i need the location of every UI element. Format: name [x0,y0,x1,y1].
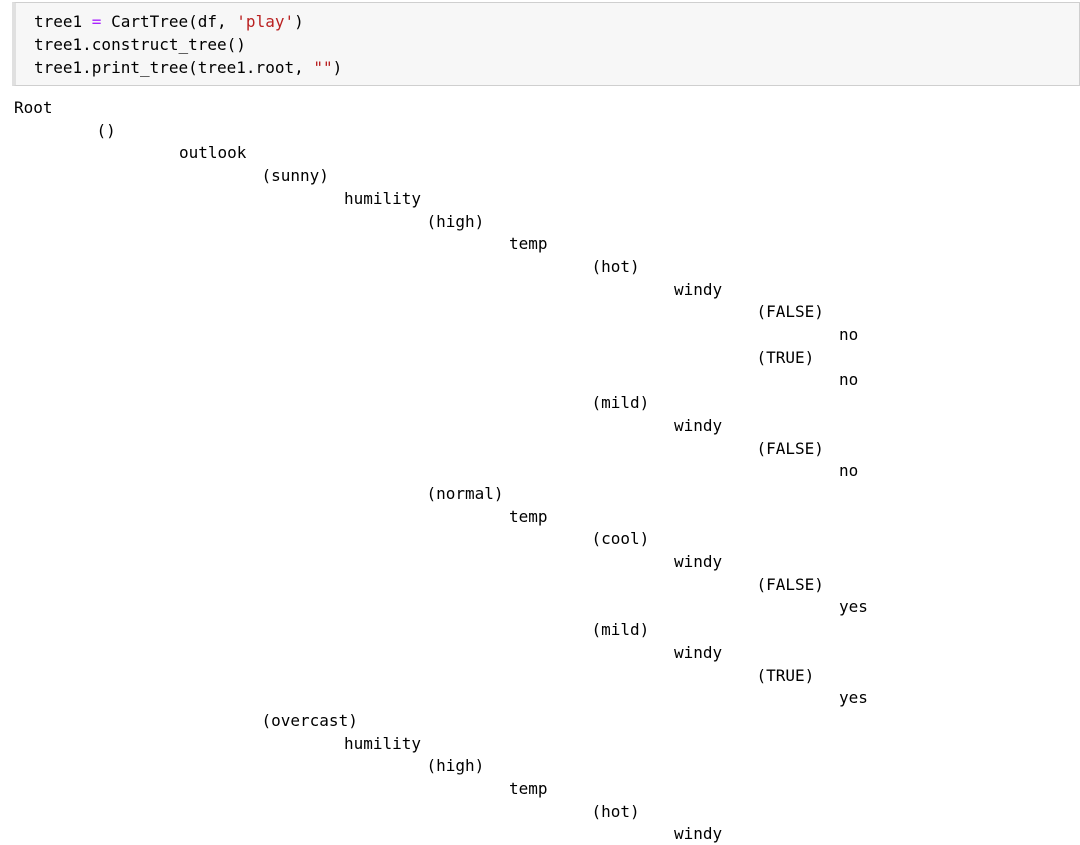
code-token: CartTree(df, [101,12,237,31]
tree-output-line: yes [839,688,868,708]
tree-output-line: (overcast) [261,710,358,730]
tree-output-line: humility [344,188,422,208]
tree-output-line: temp [509,234,548,254]
tree-output-line: () [96,120,116,140]
tree-output-line: windy [674,552,723,571]
tree-output-line: (FALSE) [756,438,824,458]
code-token: ) [294,12,304,31]
tree-output-line: (FALSE) [756,574,824,594]
tree-output-line: yes [839,597,868,617]
tree-output-line: temp [509,506,548,526]
tree-output-line: no [839,325,859,344]
code-line-2: tree1.construct_tree() [34,35,246,54]
tree-output-line: outlook [179,143,247,163]
tree-output-line: (cool) [591,529,650,549]
tree-output-line: windy [674,279,723,299]
tree-output-line: (sunny) [261,166,329,186]
tree-output-line: (high) [426,756,485,776]
tree-output-line: windy [674,415,723,435]
tree-output-line: (normal) [426,483,504,503]
code-line-3: tree1.print_tree(tree1.root, "") [34,56,342,79]
tree-output-line: (high) [426,211,485,231]
tree-output-line: Root [14,98,53,117]
tree-output-line: no [839,461,859,481]
tree-output-line: (hot) [591,801,640,821]
code-token: ) [332,58,343,77]
tree-output-line: (TRUE) [756,665,815,685]
tree-output-line: (mild) [591,393,650,413]
tree-output-line: (FALSE) [756,302,824,322]
tree-output-line: windy [674,642,723,662]
tree-output-line: (mild) [591,620,650,640]
tree-output-line: (TRUE) [756,347,815,367]
cell-output: Root()outlook(sunny)humility(high)temp(h… [0,86,1080,843]
tree-output-line: windy [674,824,723,844]
code-string: 'play' [236,12,295,31]
code-operator: = [91,12,102,31]
tree-output-line: (hot) [591,256,640,276]
code-token: tree1 [34,12,92,31]
code-string: "" [313,58,333,77]
code-line-1: tree1 = CartTree(df, 'play') [34,10,304,33]
tree-output-line: no [839,370,859,390]
code-input-cell[interactable]: tree1 = CartTree(df, 'play') tree1.const… [12,2,1080,86]
tree-output-line: temp [509,779,548,798]
tree-output-line: humility [344,733,422,753]
code-token: tree1.print_tree(tree1.root, [34,58,314,77]
